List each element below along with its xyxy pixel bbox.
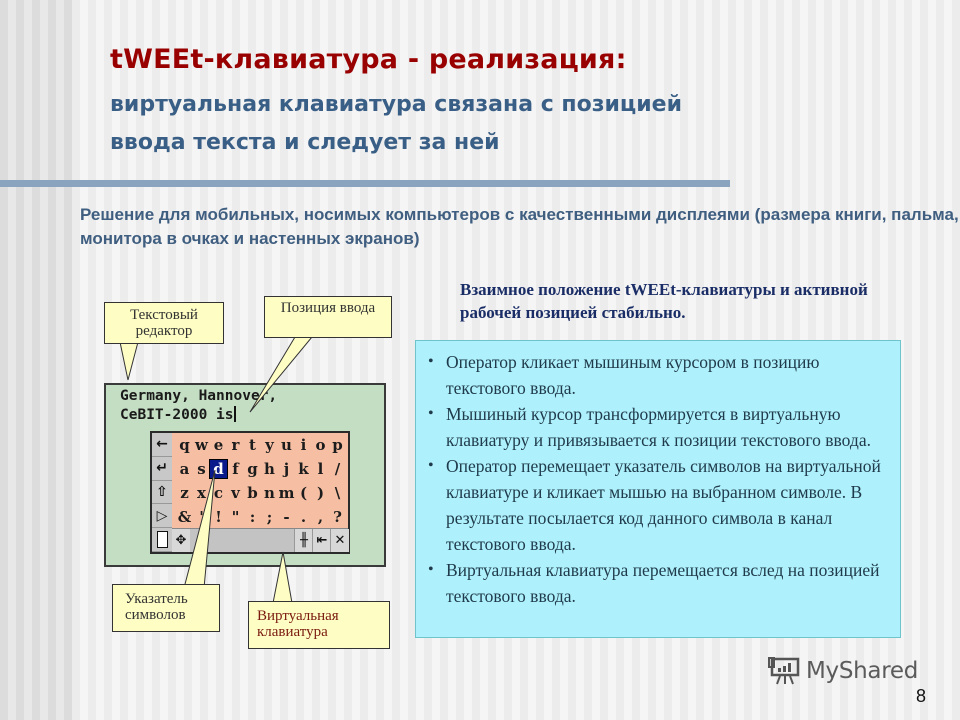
key: l: [317, 460, 324, 478]
presentation-board-icon: [768, 657, 800, 685]
key: g: [247, 460, 258, 478]
key: u: [281, 436, 292, 454]
slide-subtitle: виртуальная клавиатура связана с позицие…: [110, 92, 682, 155]
keyboard-row: &'! ":;-.,?: [174, 505, 348, 529]
key: n: [264, 484, 275, 502]
key: v: [231, 484, 240, 502]
callout-char-pointer: Указатель символов: [112, 584, 220, 632]
play-key-icon: ▷: [152, 504, 172, 529]
key: f: [232, 460, 239, 478]
blank-key-icon: [152, 528, 172, 552]
bullet-item: Оператор кликает мышиным курсором в пози…: [424, 349, 890, 401]
logo-text: MyShared: [806, 658, 919, 684]
key: w: [195, 436, 208, 454]
key: .: [300, 508, 307, 526]
key: c: [213, 484, 224, 502]
key: -: [283, 508, 290, 526]
key: y: [265, 436, 274, 454]
background-stripes: [0, 0, 72, 720]
key: i: [300, 436, 307, 454]
key: p: [332, 436, 343, 454]
bullet-box: Оператор кликает мышиным курсором в пози…: [415, 340, 901, 638]
key: s: [197, 460, 206, 478]
slide-title: tWEEt-клавиатура - реализация:: [110, 44, 627, 75]
text-caret: [233, 406, 236, 422]
editor-line: CeBIT-2000 is: [120, 407, 234, 423]
page-number: 8: [916, 686, 927, 706]
bullet-item: Мышиный курсор трансформируется в виртуа…: [424, 401, 890, 453]
enter-key-icon: ↵: [152, 457, 172, 481]
key: h: [264, 460, 275, 478]
key: x: [197, 484, 206, 502]
key: j: [283, 460, 290, 478]
key: :: [249, 508, 256, 526]
key: o: [315, 436, 326, 454]
split-icon: ╫: [294, 529, 313, 552]
key: r: [231, 436, 240, 454]
key: /: [334, 460, 341, 478]
close-icon: ✕: [330, 529, 349, 552]
callout-input-position: Позиция ввода: [264, 296, 392, 338]
key: t: [249, 436, 256, 454]
key: ": [231, 508, 240, 526]
backspace-key-icon: ←: [152, 433, 172, 457]
editor-text: Germany, Hannover, CeBIT-2000 is: [120, 387, 277, 425]
key: m: [278, 484, 295, 502]
shift-key-icon: ⇧: [152, 481, 172, 505]
key: k: [298, 460, 309, 478]
keyboard-side-keys: ← ↵ ⇧ ▷: [152, 433, 172, 552]
move-icon: ✥: [172, 529, 190, 552]
key: q: [179, 436, 190, 454]
callout-text-editor: Текстовый редактор: [104, 302, 224, 344]
myshared-logo: MyShared: [768, 656, 918, 686]
key: a: [179, 460, 190, 478]
bullet-item: Оператор перемещает указатель символов н…: [424, 453, 890, 557]
key: !: [215, 508, 222, 526]
key: e: [213, 436, 224, 454]
title-divider: [0, 180, 730, 187]
key: &: [177, 508, 192, 526]
stable-position-note: Взаимное положение tWEEt-клавиатуры и ак…: [460, 280, 868, 322]
tab-left-icon: ⇤: [312, 529, 331, 552]
key: (: [299, 484, 308, 502]
key: \: [334, 484, 341, 502]
key: ': [199, 508, 204, 526]
editor-line: Germany, Hannover,: [120, 388, 278, 404]
key: ,: [317, 508, 324, 526]
callout-virtual-keyboard: Виртуальная клавиатура: [248, 601, 390, 649]
bullet-list: Оператор кликает мышиным курсором в пози…: [424, 349, 890, 609]
key: b: [247, 484, 258, 502]
intro-text: Решение для мобильных, носимых компьютер…: [80, 205, 959, 248]
key: ): [316, 484, 325, 502]
key: z: [180, 484, 189, 502]
key: ?: [333, 508, 342, 526]
key: ;: [266, 508, 273, 526]
bullet-item: Виртуальная клавиатура перемещается всле…: [424, 557, 890, 609]
